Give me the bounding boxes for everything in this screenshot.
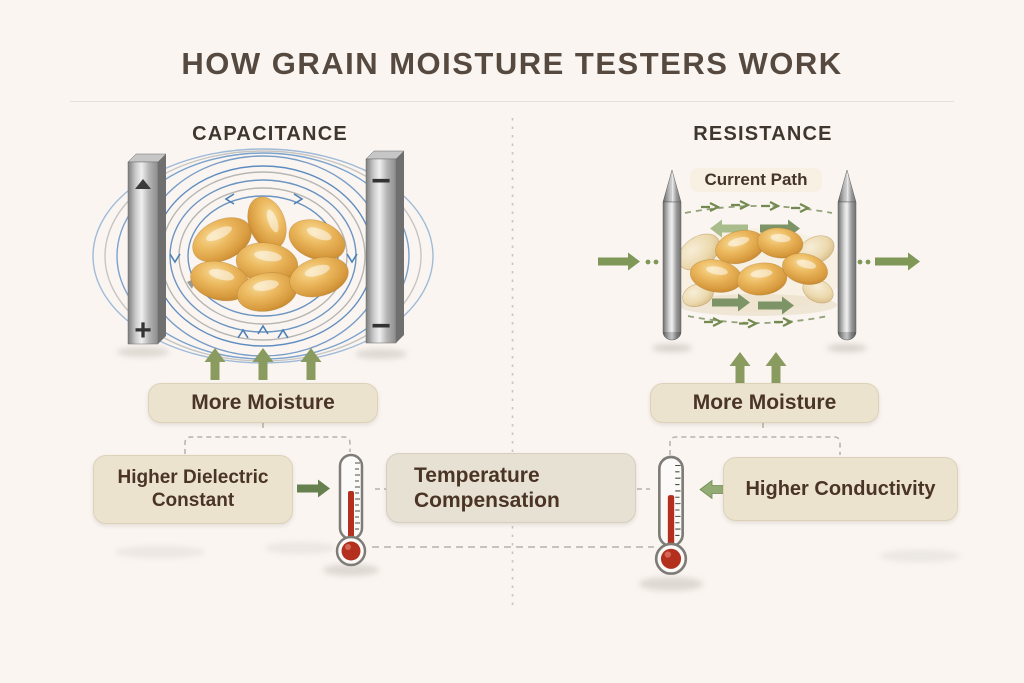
probe-electrode-right bbox=[837, 169, 857, 341]
higher-dielectric-line1: Higher Dielectric bbox=[117, 467, 269, 489]
right-arrow-dielectric-to-thermometer bbox=[297, 479, 330, 498]
more-moisture-label: More Moisture bbox=[692, 391, 837, 414]
capacitor-plate-positive: + bbox=[127, 153, 167, 347]
minus-symbol-bottom: − bbox=[371, 307, 391, 345]
more-moisture-box-capacitance: More Moisture bbox=[148, 383, 378, 423]
minus-symbol-top: − bbox=[371, 162, 391, 200]
title-divider-line bbox=[70, 101, 954, 102]
plus-symbol: + bbox=[134, 314, 152, 347]
moisture-up-arrows-capacitance bbox=[204, 348, 322, 380]
capacitor-plate-negative: − − bbox=[365, 150, 405, 345]
diagram-title: HOW GRAIN MOISTURE TESTERS WORK bbox=[181, 46, 843, 81]
thermometer-icon-left bbox=[335, 453, 367, 567]
temperature-compensation-line2: Compensation bbox=[414, 489, 560, 512]
higher-conductivity-box: Higher Conductivity bbox=[723, 457, 958, 521]
higher-dielectric-constant-box: Higher Dielectric Constant bbox=[93, 455, 293, 524]
triangle-marker-icon bbox=[135, 179, 151, 189]
more-moisture-label: More Moisture bbox=[191, 391, 335, 414]
more-moisture-box-resistance: More Moisture bbox=[650, 383, 879, 423]
temperature-compensation-box: Temperature Compensation bbox=[386, 453, 636, 523]
thermometer-icon-right bbox=[654, 455, 688, 575]
temperature-compensation-line1: Temperature bbox=[414, 463, 540, 487]
probe-electrode-left bbox=[662, 169, 682, 341]
section-header-capacitance: CAPACITANCE bbox=[192, 123, 348, 145]
higher-conductivity-label: Higher Conductivity bbox=[745, 477, 936, 500]
current-path-label: Current Path bbox=[690, 168, 822, 192]
grain-kernels-capacitance bbox=[190, 196, 349, 312]
grain-kernels-resistance bbox=[677, 227, 835, 307]
higher-dielectric-line2: Constant bbox=[151, 489, 235, 511]
moisture-up-arrows-resistance bbox=[729, 352, 787, 386]
section-header-resistance: RESISTANCE bbox=[693, 123, 833, 145]
dashed-connectors bbox=[184, 423, 841, 548]
ground-shadows bbox=[115, 344, 960, 591]
